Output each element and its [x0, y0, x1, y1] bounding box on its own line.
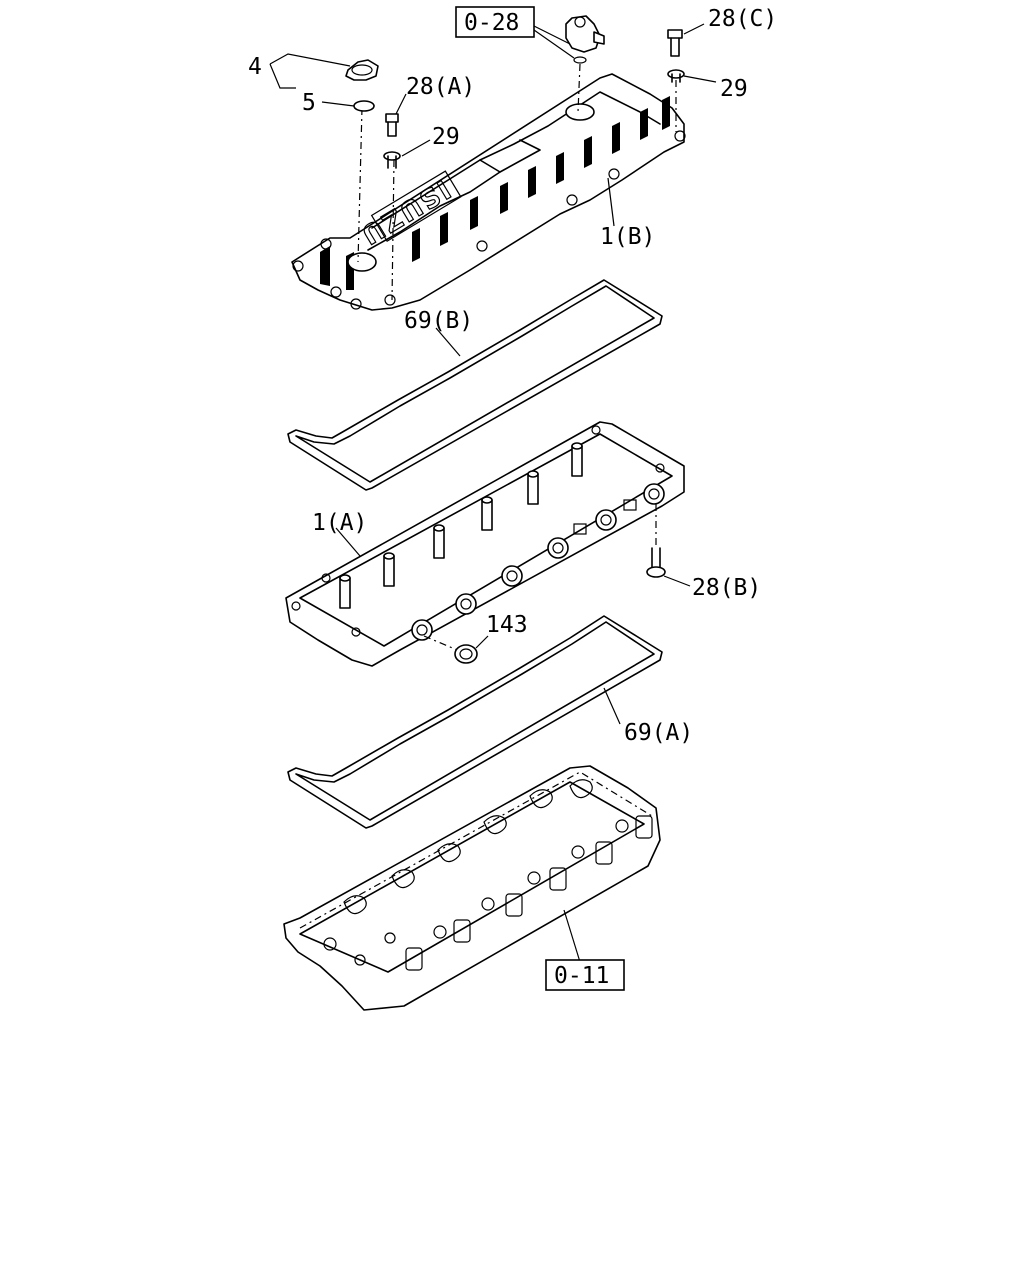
ref-0-11-label: 0-11	[554, 963, 609, 989]
label-1a: 1(A)	[312, 510, 367, 536]
label-28a: 28(A)	[406, 74, 475, 100]
label-143: 143	[486, 612, 528, 638]
washer-29-left	[383, 151, 401, 169]
cover-posts	[339, 442, 583, 609]
oil-filler-cap	[345, 59, 379, 81]
label-69a: 69(A)	[624, 720, 693, 746]
gasket-69b	[287, 279, 663, 491]
cover-fins	[320, 96, 670, 290]
label-69b: 69(B)	[404, 308, 473, 334]
cam-journals	[343, 779, 593, 915]
injector-bosses	[411, 483, 665, 641]
ref-box-0-28[interactable]: 0-28	[455, 6, 535, 38]
cover-bolt-holes	[292, 130, 686, 310]
ref-box-0-11[interactable]: 0-11	[545, 959, 625, 991]
bolt-28b	[646, 547, 666, 578]
washer-29-right	[667, 69, 685, 83]
cylinder-head-cover-lower	[285, 421, 685, 667]
label-5: 5	[302, 90, 316, 116]
label-29-right: 29	[720, 76, 748, 102]
gasket-69a	[287, 615, 663, 829]
label-28b: 28(B)	[692, 575, 761, 601]
label-29-left: 29	[432, 124, 460, 150]
seal-143	[454, 644, 478, 664]
oil-cap-gasket	[353, 100, 375, 112]
cylinder-head	[283, 765, 661, 1011]
bolt-28c	[667, 29, 683, 57]
breather-o-ring	[573, 56, 587, 64]
cylinder-head-ports	[323, 815, 653, 971]
label-1b: 1(B)	[600, 224, 655, 250]
ref-0-28-label: 0-28	[464, 10, 519, 36]
breather-valve	[565, 15, 605, 64]
label-28c: 28(C)	[708, 6, 777, 32]
oil-filler-opening	[347, 252, 377, 272]
label-4: 4	[248, 54, 262, 80]
breather-opening	[565, 103, 595, 121]
leader-lines	[269, 23, 717, 963]
cylinder-head-cover-upper: ISUZU	[291, 73, 686, 311]
bolt-28a	[385, 113, 399, 137]
